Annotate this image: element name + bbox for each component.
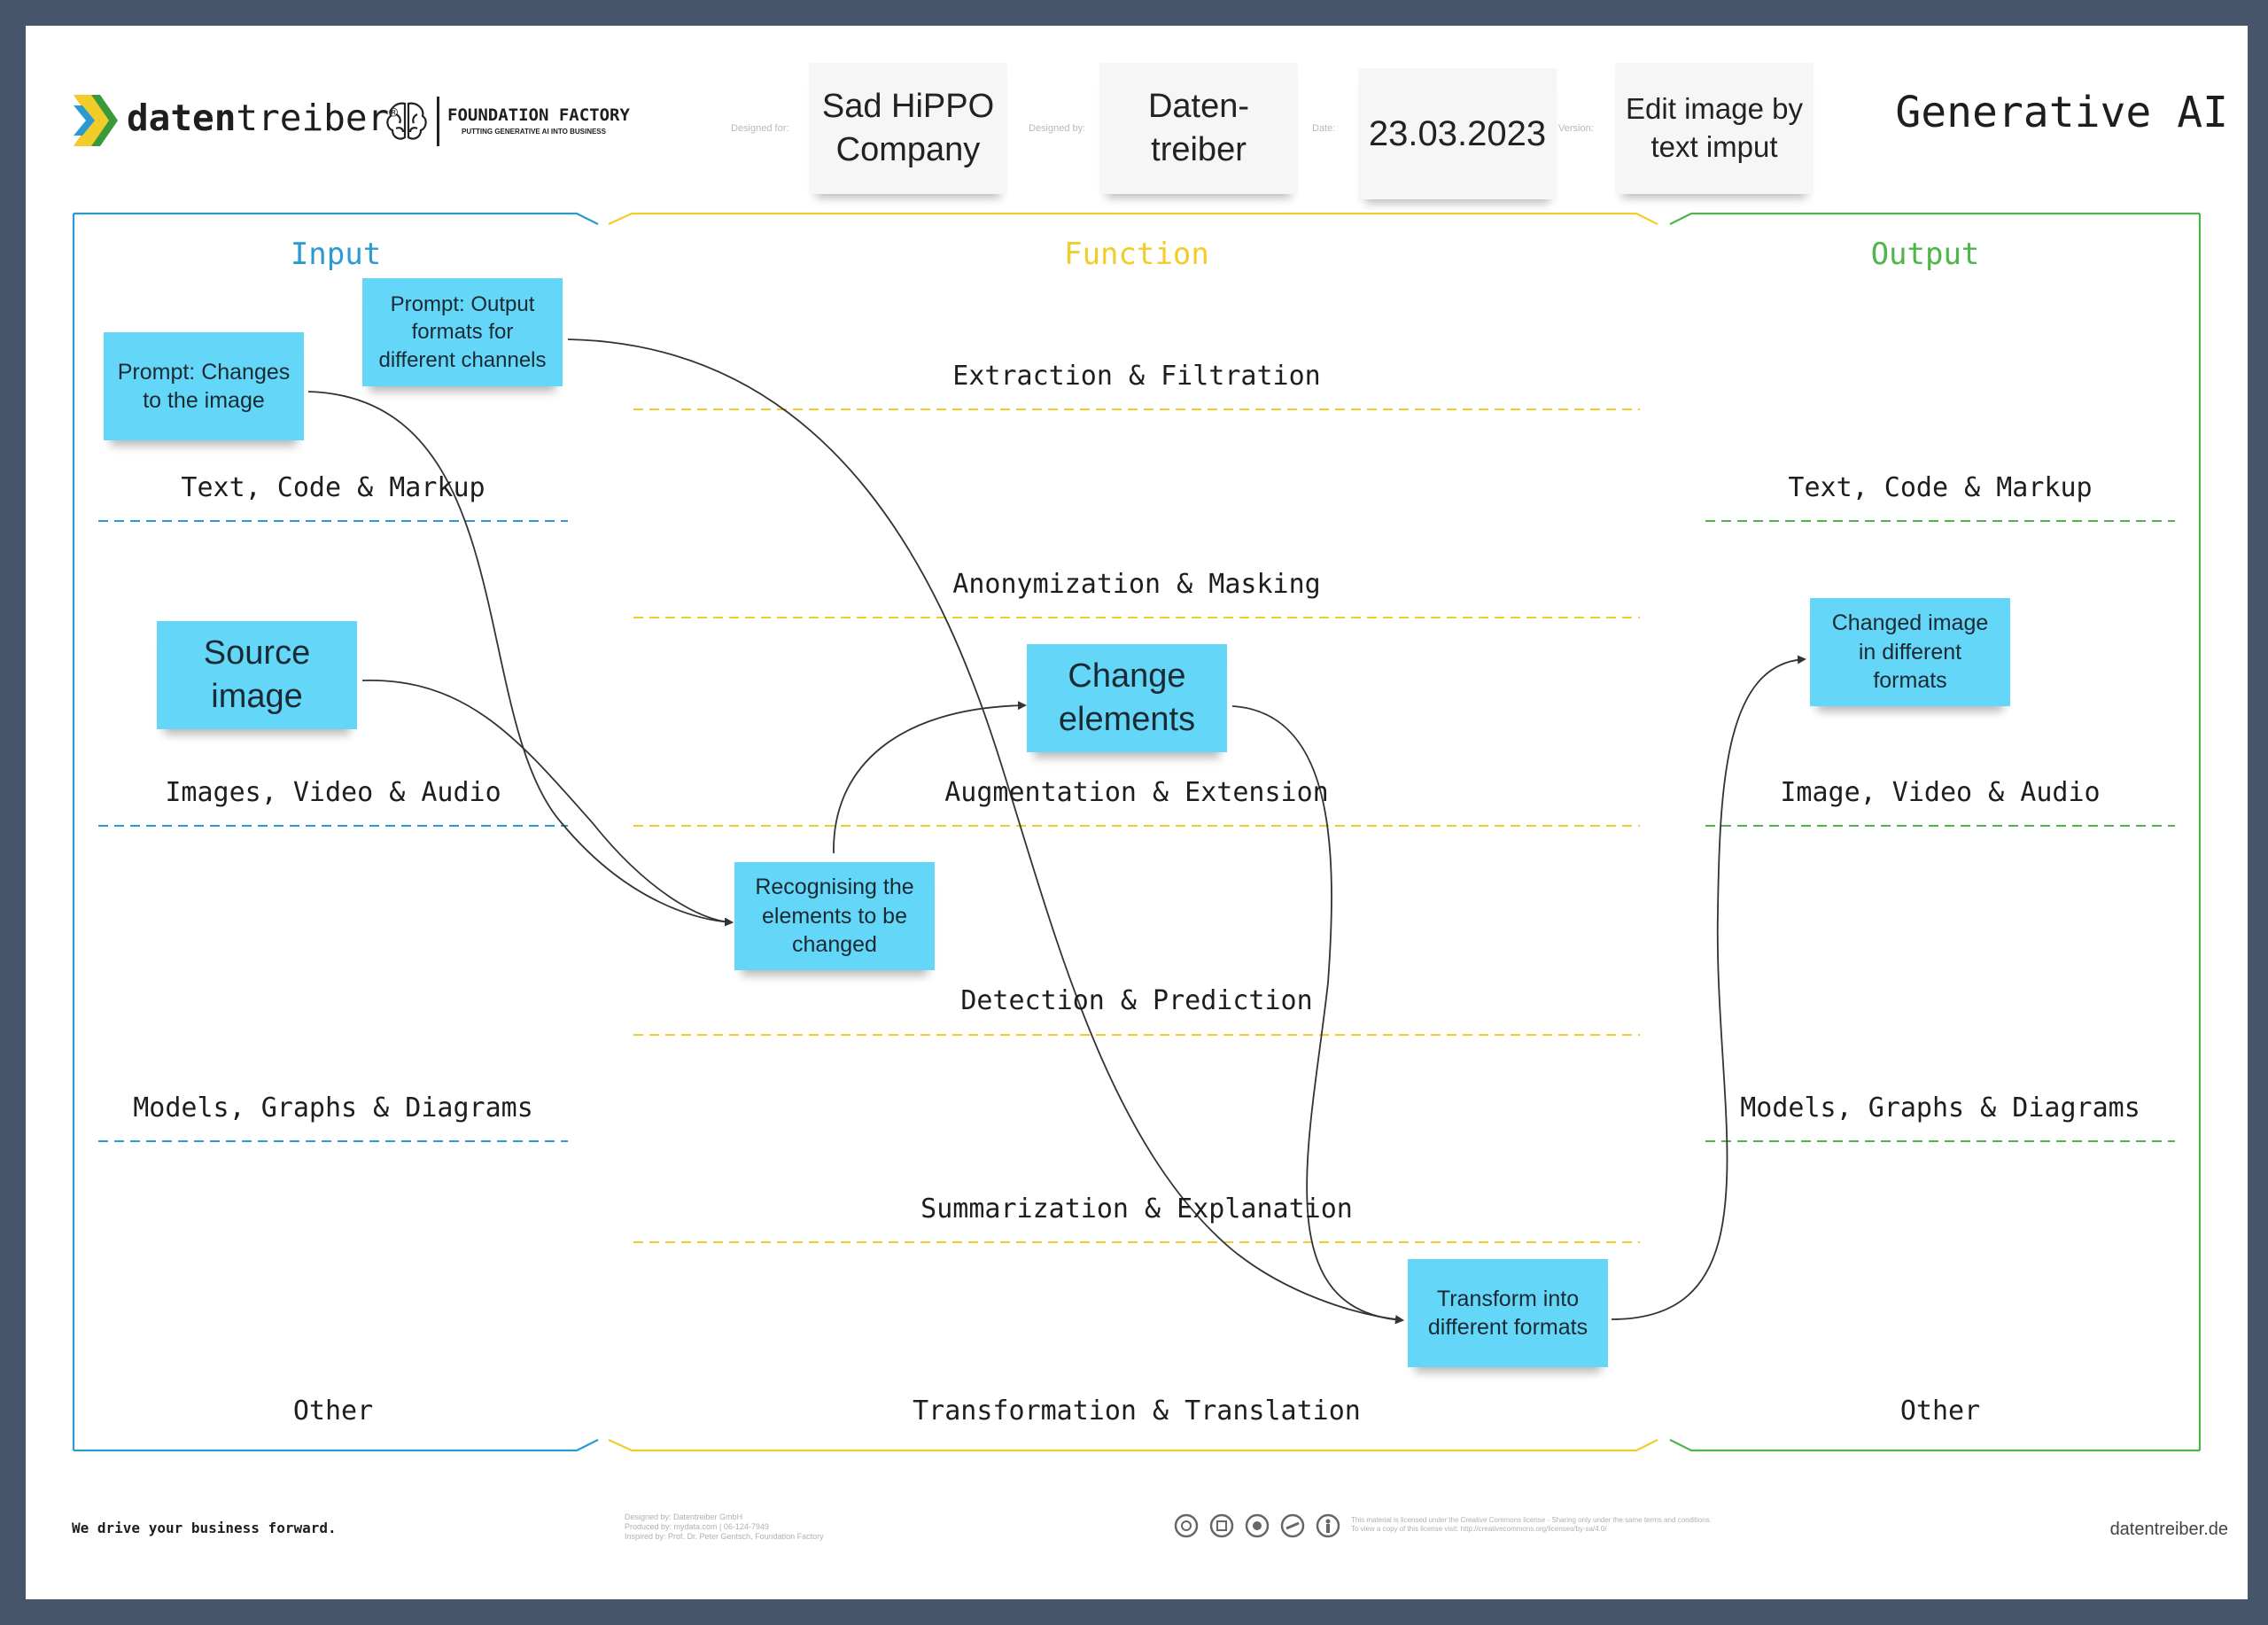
footer-license: This material is licensed under the Crea… [1351,1516,1712,1533]
function-row-summarization: Summarization & Explanation [920,1193,1353,1225]
brand-text-bold: daten [127,97,237,139]
nd-icon [1245,1513,1270,1538]
sticky-source-image[interactable]: Source image [157,621,357,729]
input-row-images-video-audio: Images, Video & Audio [165,777,501,808]
cc-icon [1174,1513,1199,1538]
brand-text-regular: treiber [236,97,390,139]
connector-recognising-to-change [833,701,1027,854]
version-label: Version: [1558,123,1594,134]
function-frame-top [608,212,1658,225]
function-row-extraction: Extraction & Filtration [952,361,1321,392]
input-frame-bottom [74,1439,599,1452]
output-row-image-video-audio: Image, Video & Audio [1780,777,2101,808]
connector-transform-to-changed [1611,655,1806,1320]
function-row-transformation: Transformation & Translation [913,1396,1361,1427]
foundation-factory-logo: FOUNDATION FACTORY PUTTING GENERATIVE AI… [384,97,685,150]
date-label: Date: [1312,123,1336,134]
output-row-text-code-markup: Text, Code & Markup [1788,472,2093,503]
output-frame-bottom [1669,1439,2200,1452]
nc-icon [1280,1513,1305,1538]
date-value[interactable]: 23.03.2023 [1358,68,1557,199]
input-row-text-code-markup: Text, Code & Markup [181,472,485,503]
function-frame-bottom [608,1439,1658,1452]
canvas-page: datentreiber® FOUNDATION FACTORY PUTTING… [26,26,2248,1599]
function-row-anonymization: Anonymization & Masking [952,569,1321,600]
input-column-title: Input [290,237,382,272]
person-icon [1316,1513,1340,1538]
datentreiber-logo: datentreiber® [70,93,398,146]
input-row-other: Other [292,1396,374,1427]
output-column-title: Output [1870,237,1980,272]
datentreiber-arrow-icon [74,95,118,146]
designed-by-value[interactable]: Daten- treiber [1099,63,1298,194]
function-column-title: Function [1064,237,1209,272]
designed-for-label: Designed for: [731,123,789,134]
output-row-models-graphs-diagrams: Models, Graphs & Diagrams [1740,1092,2140,1124]
output-frame-top [1669,212,2200,225]
sticky-change-elements[interactable]: Change elements [1027,644,1227,752]
connector-prompt-output-to-transform [567,338,1404,1325]
sticky-changed-image[interactable]: Changed image in different formats [1810,598,2010,706]
partner-name: FOUNDATION FACTORY [447,105,630,125]
connector-prompt-to-recognising [307,391,734,927]
designed-for-value[interactable]: Sad HiPPO Company [809,63,1007,194]
function-row-detection: Detection & Prediction [960,985,1313,1016]
sticky-prompt-changes[interactable]: Prompt: Changes to the image [104,332,304,440]
footer-credits: Designed by: Datentreiber GmbH Produced … [625,1512,824,1541]
by-icon [1209,1513,1234,1538]
connector-source-to-recognising [361,680,734,927]
canvas-frames [72,212,2202,1452]
footer-website[interactable]: datentreiber.de [2109,1520,2228,1539]
version-value[interactable]: Edit image by text imput [1615,63,1814,194]
connector-change-to-transform [1231,705,1404,1325]
sticky-recognising-elements[interactable]: Recognising the elements to be changed [734,862,935,970]
sticky-transform-formats[interactable]: Transform into different formats [1408,1259,1608,1367]
logo-divider [437,97,439,146]
brand-registered-mark: ® [389,104,398,121]
brain-icon [386,102,427,140]
designed-by-label: Designed by: [1029,123,1086,134]
sticky-prompt-output-formats[interactable]: Prompt: Output formats for different cha… [362,278,563,386]
canvas-title: Generative AI [1895,88,2228,137]
partner-tagline: PUTTING GENERATIVE AI INTO BUSINESS [462,128,606,136]
output-row-other: Other [1899,1396,1981,1427]
footer-slogan: We drive your business forward. [72,1520,337,1536]
input-frame-top [74,212,599,225]
license-icons [1174,1512,1351,1539]
input-row-models-graphs-diagrams: Models, Graphs & Diagrams [133,1092,533,1124]
function-row-augmentation: Augmentation & Extension [944,777,1329,808]
